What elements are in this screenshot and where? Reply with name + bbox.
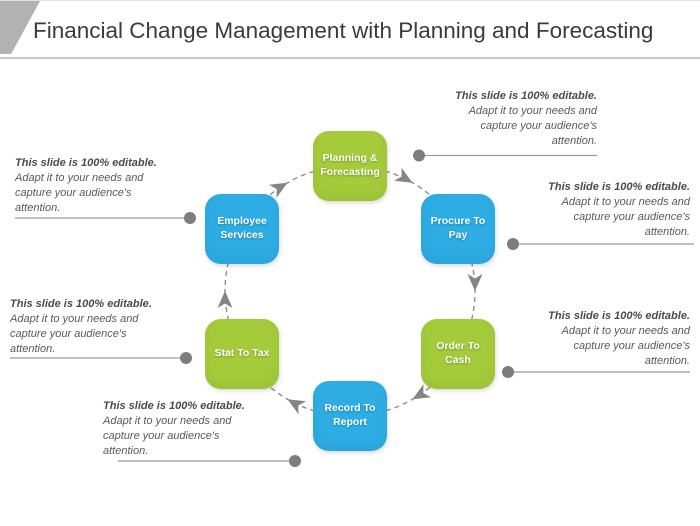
node-employee-services: Employee Services: [205, 194, 279, 264]
callout-text: Adapt it to your needs and capture your …: [561, 196, 690, 238]
node-label: Employee Services: [217, 215, 267, 241]
callout-record-to-report: This slide is 100% editable. Adapt it to…: [103, 399, 249, 459]
node-label: Stat To Tax: [214, 347, 270, 360]
callout-text: Adapt it to your needs and capture your …: [468, 105, 597, 147]
callout-bold-text: This slide is 100% editable.: [548, 310, 690, 322]
callout-stat-to-tax: This slide is 100% editable. Adapt it to…: [10, 297, 156, 357]
callout-bold-text: This slide is 100% editable.: [10, 298, 152, 310]
node-label: Procure To Pay: [430, 215, 486, 241]
node-label: Order To Cash: [436, 340, 480, 366]
callout-employee-services: This slide is 100% editable. Adapt it to…: [15, 156, 161, 216]
callout-dot: [184, 212, 196, 224]
arrow-head-icon: [412, 384, 431, 400]
callout-text: Adapt it to your needs and capture your …: [561, 325, 690, 367]
callout-text: Adapt it to your needs and capture your …: [103, 415, 232, 457]
arrow-head-icon: [467, 274, 483, 291]
node-planning-forecasting: Planning & Forecasting: [313, 131, 387, 201]
callout-procure-to-pay: This slide is 100% editable. Adapt it to…: [544, 180, 690, 240]
arrow-head-icon: [217, 291, 233, 308]
node-order-to-cash: Order To Cash: [421, 319, 495, 389]
callout-dot: [180, 352, 192, 364]
title-divider: [0, 57, 700, 59]
arrow-head-icon: [287, 399, 306, 415]
callout-dot: [413, 149, 425, 162]
callout-text: Adapt it to your needs and capture your …: [15, 172, 144, 214]
callout-dot: [507, 238, 519, 250]
arrow-head-icon: [269, 182, 288, 198]
callout-bold-text: This slide is 100% editable.: [455, 90, 597, 102]
node-stat-to-tax: Stat To Tax: [205, 319, 279, 389]
node-label: Planning & Forecasting: [320, 152, 380, 178]
slide-title: Financial Change Management with Plannin…: [33, 18, 654, 43]
callout-dot: [289, 455, 301, 467]
callout-order-to-cash: This slide is 100% editable. Adapt it to…: [544, 309, 690, 369]
callout-bold-text: This slide is 100% editable.: [548, 181, 690, 193]
callout-text: Adapt it to your needs and capture your …: [10, 313, 139, 355]
callout-planning-forecasting: This slide is 100% editable. Adapt it to…: [451, 89, 597, 149]
node-procure-to-pay: Procure To Pay: [421, 194, 495, 264]
callout-bold-text: This slide is 100% editable.: [15, 157, 157, 169]
node-record-to-report: Record To Report: [313, 381, 387, 451]
arrow-head-icon: [394, 167, 413, 183]
node-label: Record To Report: [324, 402, 376, 428]
callout-bold-text: This slide is 100% editable.: [103, 400, 245, 412]
callout-dot: [502, 366, 514, 378]
